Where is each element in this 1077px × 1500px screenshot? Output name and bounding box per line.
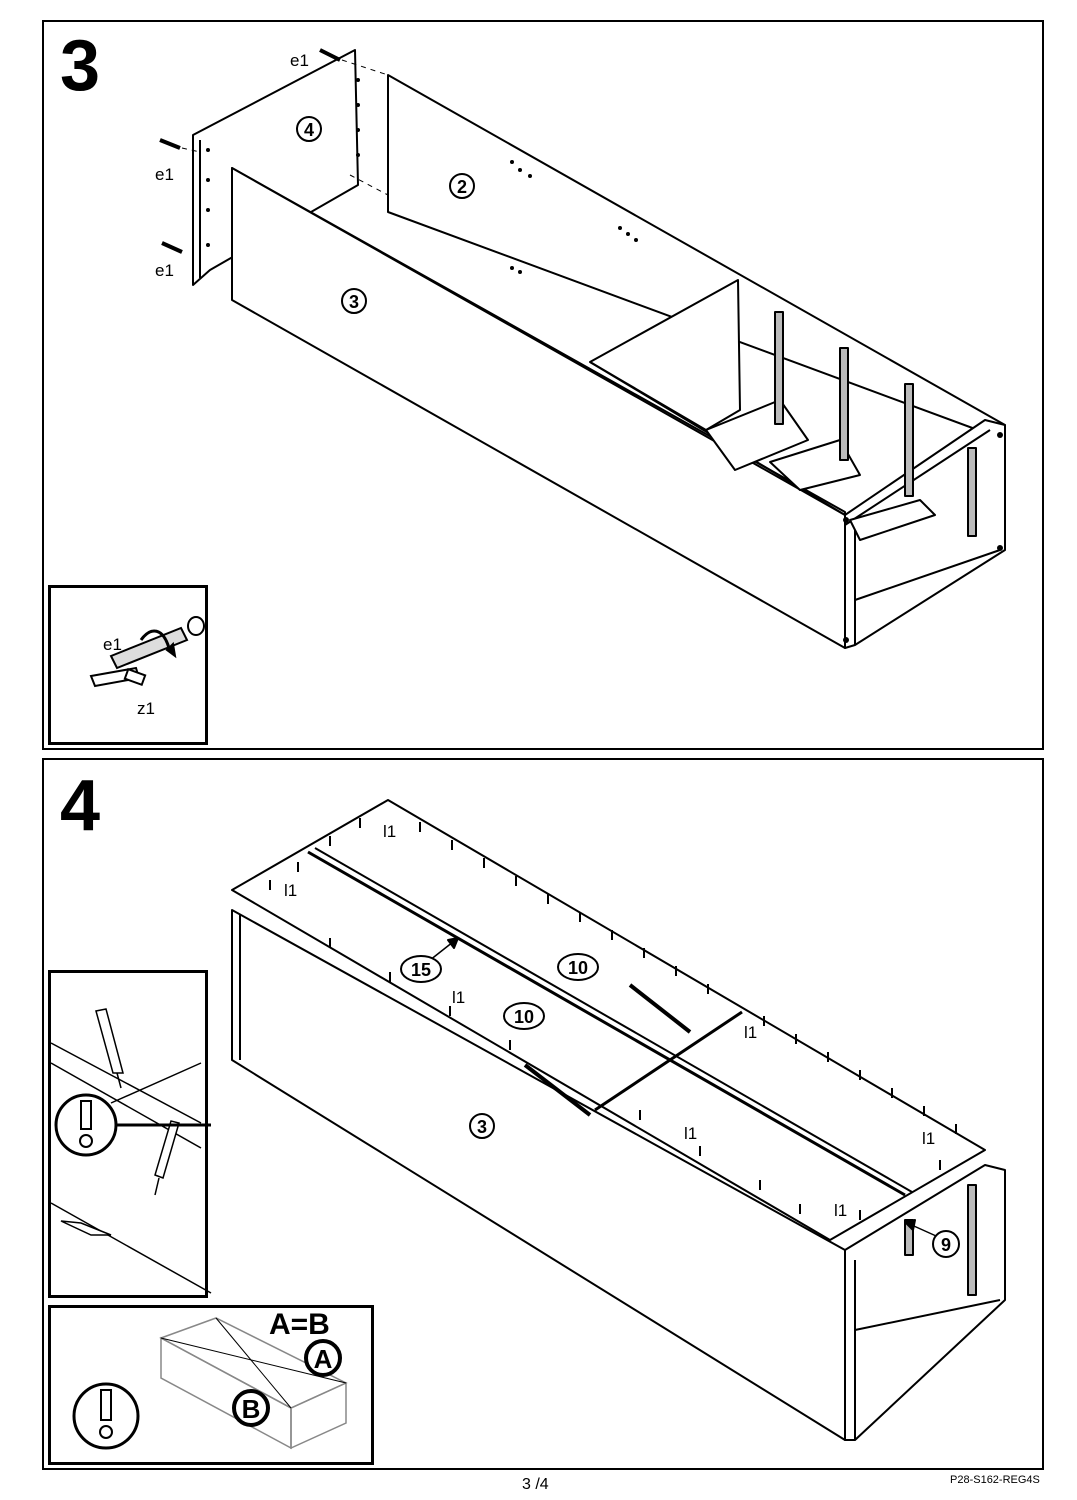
nail-label-l1-f: l1 (922, 1129, 935, 1148)
nail-label-l1-b: l1 (284, 881, 297, 900)
warning-icon (72, 1382, 140, 1450)
screw-label-e1-top: e1 (290, 51, 309, 70)
diagonal-check-diagram: A=B A B (72, 1308, 348, 1450)
step-3-number: 3 (60, 26, 101, 106)
screw-label-e1-bottom: e1 (155, 261, 174, 280)
step-4-number: 4 (60, 766, 101, 846)
nail-label-l1-c: l1 (452, 988, 465, 1007)
diagonal-label-b: B (242, 1394, 261, 1424)
screw-label-e1-mid: e1 (155, 165, 174, 184)
inset-label-z1: z1 (137, 699, 155, 718)
nailing-detail (50, 1008, 212, 1294)
diagonal-equation: A=B (269, 1308, 330, 1341)
step-4-diagonal-check-inset: A=B A B (48, 1305, 374, 1465)
part-number-4: 4 (304, 120, 314, 140)
step-4-panel (42, 758, 1044, 1470)
diagonal-label-a: A (314, 1344, 333, 1374)
document-code: P28-S162-REG4S (950, 1474, 1040, 1486)
step-3-screw-detail-inset: e1 z1 (48, 585, 208, 745)
part-number-9: 9 (941, 1235, 951, 1255)
part-number-3: 3 (477, 1117, 487, 1137)
nail-label-l1-a: l1 (383, 822, 396, 841)
step-3-panel (42, 20, 1044, 750)
page-number: 3 /4 (522, 1476, 549, 1493)
nail-label-l1-g: l1 (834, 1201, 847, 1220)
part-number-10-top: 10 (568, 958, 588, 978)
nail-label-l1-e: l1 (684, 1124, 697, 1143)
part-number-3: 3 (349, 292, 359, 312)
part-number-10-bottom: 10 (514, 1007, 534, 1027)
step-3-illustration: e1 e1 e1 4 2 3 (155, 48, 1006, 649)
part-number-15: 15 (411, 960, 431, 980)
inset-label-e1: e1 (103, 635, 122, 654)
warning-icon (54, 1093, 118, 1157)
part-number-2: 2 (457, 177, 467, 197)
nail-label-l1-d: l1 (744, 1023, 757, 1042)
cam-screw-detail: e1 z1 (89, 616, 205, 718)
step-4-nailing-detail-inset (48, 970, 212, 1298)
